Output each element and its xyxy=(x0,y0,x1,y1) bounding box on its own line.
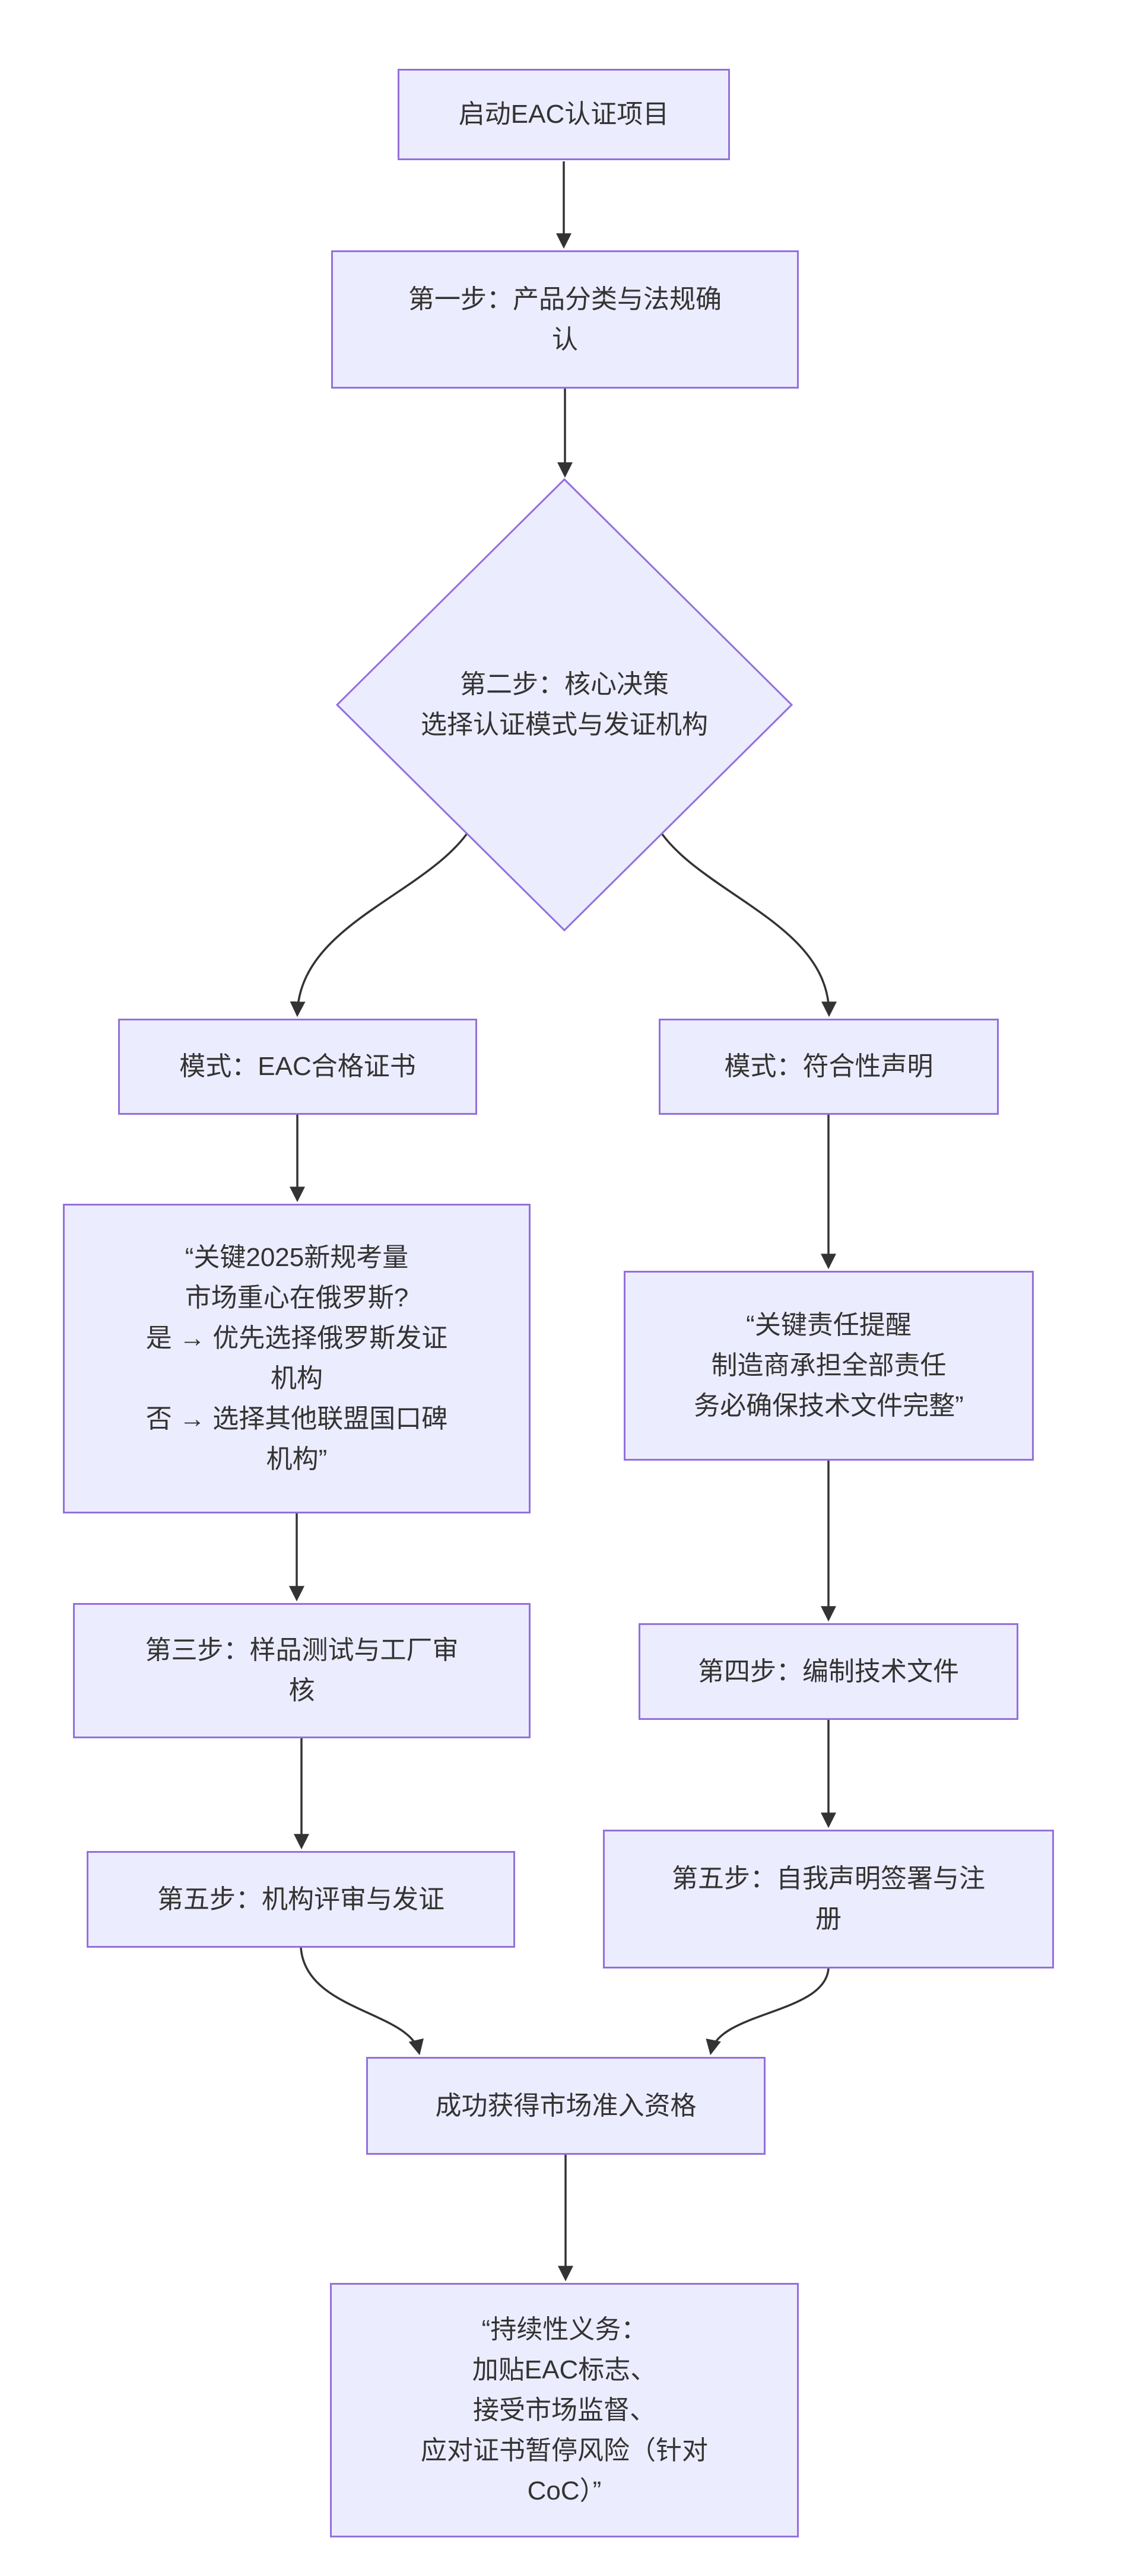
node-start-label: 启动EAC认证项目 xyxy=(458,100,669,129)
edge-step5coc-success xyxy=(300,1947,424,2056)
node-mode-doc-label: 模式：符合性声明 xyxy=(724,1052,934,1081)
edge-decision-mode-doc xyxy=(661,832,837,1017)
node-mode-coc-label: 模式：EAC合格证书 xyxy=(179,1052,416,1081)
node-step4: 第四步：编制技术文件 xyxy=(639,1623,1018,1720)
node-step5-coc: 第五步：机构评审与发证 xyxy=(87,1851,515,1948)
node-note-doc-label: “关键责任提醒 制造商承担全部责任 务必确保技术文件完整” xyxy=(694,1311,964,1420)
edge-step5doc-success xyxy=(706,1968,830,2056)
node-note-coc-label: “关键2025新规考量 市场重心在俄罗斯? 是 → 优先选择俄罗斯发证 机构 否… xyxy=(145,1243,448,1474)
node-step3-label: 第三步：样品测试与工厂审 核 xyxy=(145,1636,459,1705)
node-step4-label: 第四步：编制技术文件 xyxy=(698,1656,959,1686)
decision-diamond-shape xyxy=(335,478,793,932)
node-step5-doc-label: 第五步：自我声明签署与注 册 xyxy=(672,1864,985,1933)
node-start: 启动EAC认证项目 xyxy=(398,69,730,160)
node-step5-doc: 第五步：自我声明签署与注 册 xyxy=(603,1830,1054,1968)
node-note-doc: “关键责任提醒 制造商承担全部责任 务必确保技术文件完整” xyxy=(624,1271,1034,1461)
node-step5-coc-label: 第五步：机构评审与发证 xyxy=(157,1884,444,1914)
node-step1: 第一步：产品分类与法规确 认 xyxy=(331,250,799,389)
node-mode-coc: 模式：EAC合格证书 xyxy=(118,1019,477,1115)
node-mode-doc: 模式：符合性声明 xyxy=(659,1019,999,1115)
node-step1-label: 第一步：产品分类与法规确 认 xyxy=(408,284,722,354)
node-note-coc: “关键2025新规考量 市场重心在俄罗斯? 是 → 优先选择俄罗斯发证 机构 否… xyxy=(63,1204,531,1513)
node-obligations-label: “持续性义务： 加贴EAC标志、 接受市场监督、 应对证书暂停风险（针对 CoC… xyxy=(421,2314,708,2505)
node-obligations: “持续性义务： 加贴EAC标志、 接受市场监督、 应对证书暂停风险（针对 CoC… xyxy=(330,2283,799,2537)
edge-decision-mode-coc xyxy=(290,832,468,1017)
node-success: 成功获得市场准入资格 xyxy=(366,2057,766,2155)
node-step3: 第三步：样品测试与工厂审 核 xyxy=(73,1603,531,1738)
node-success-label: 成功获得市场准入资格 xyxy=(435,2091,697,2120)
